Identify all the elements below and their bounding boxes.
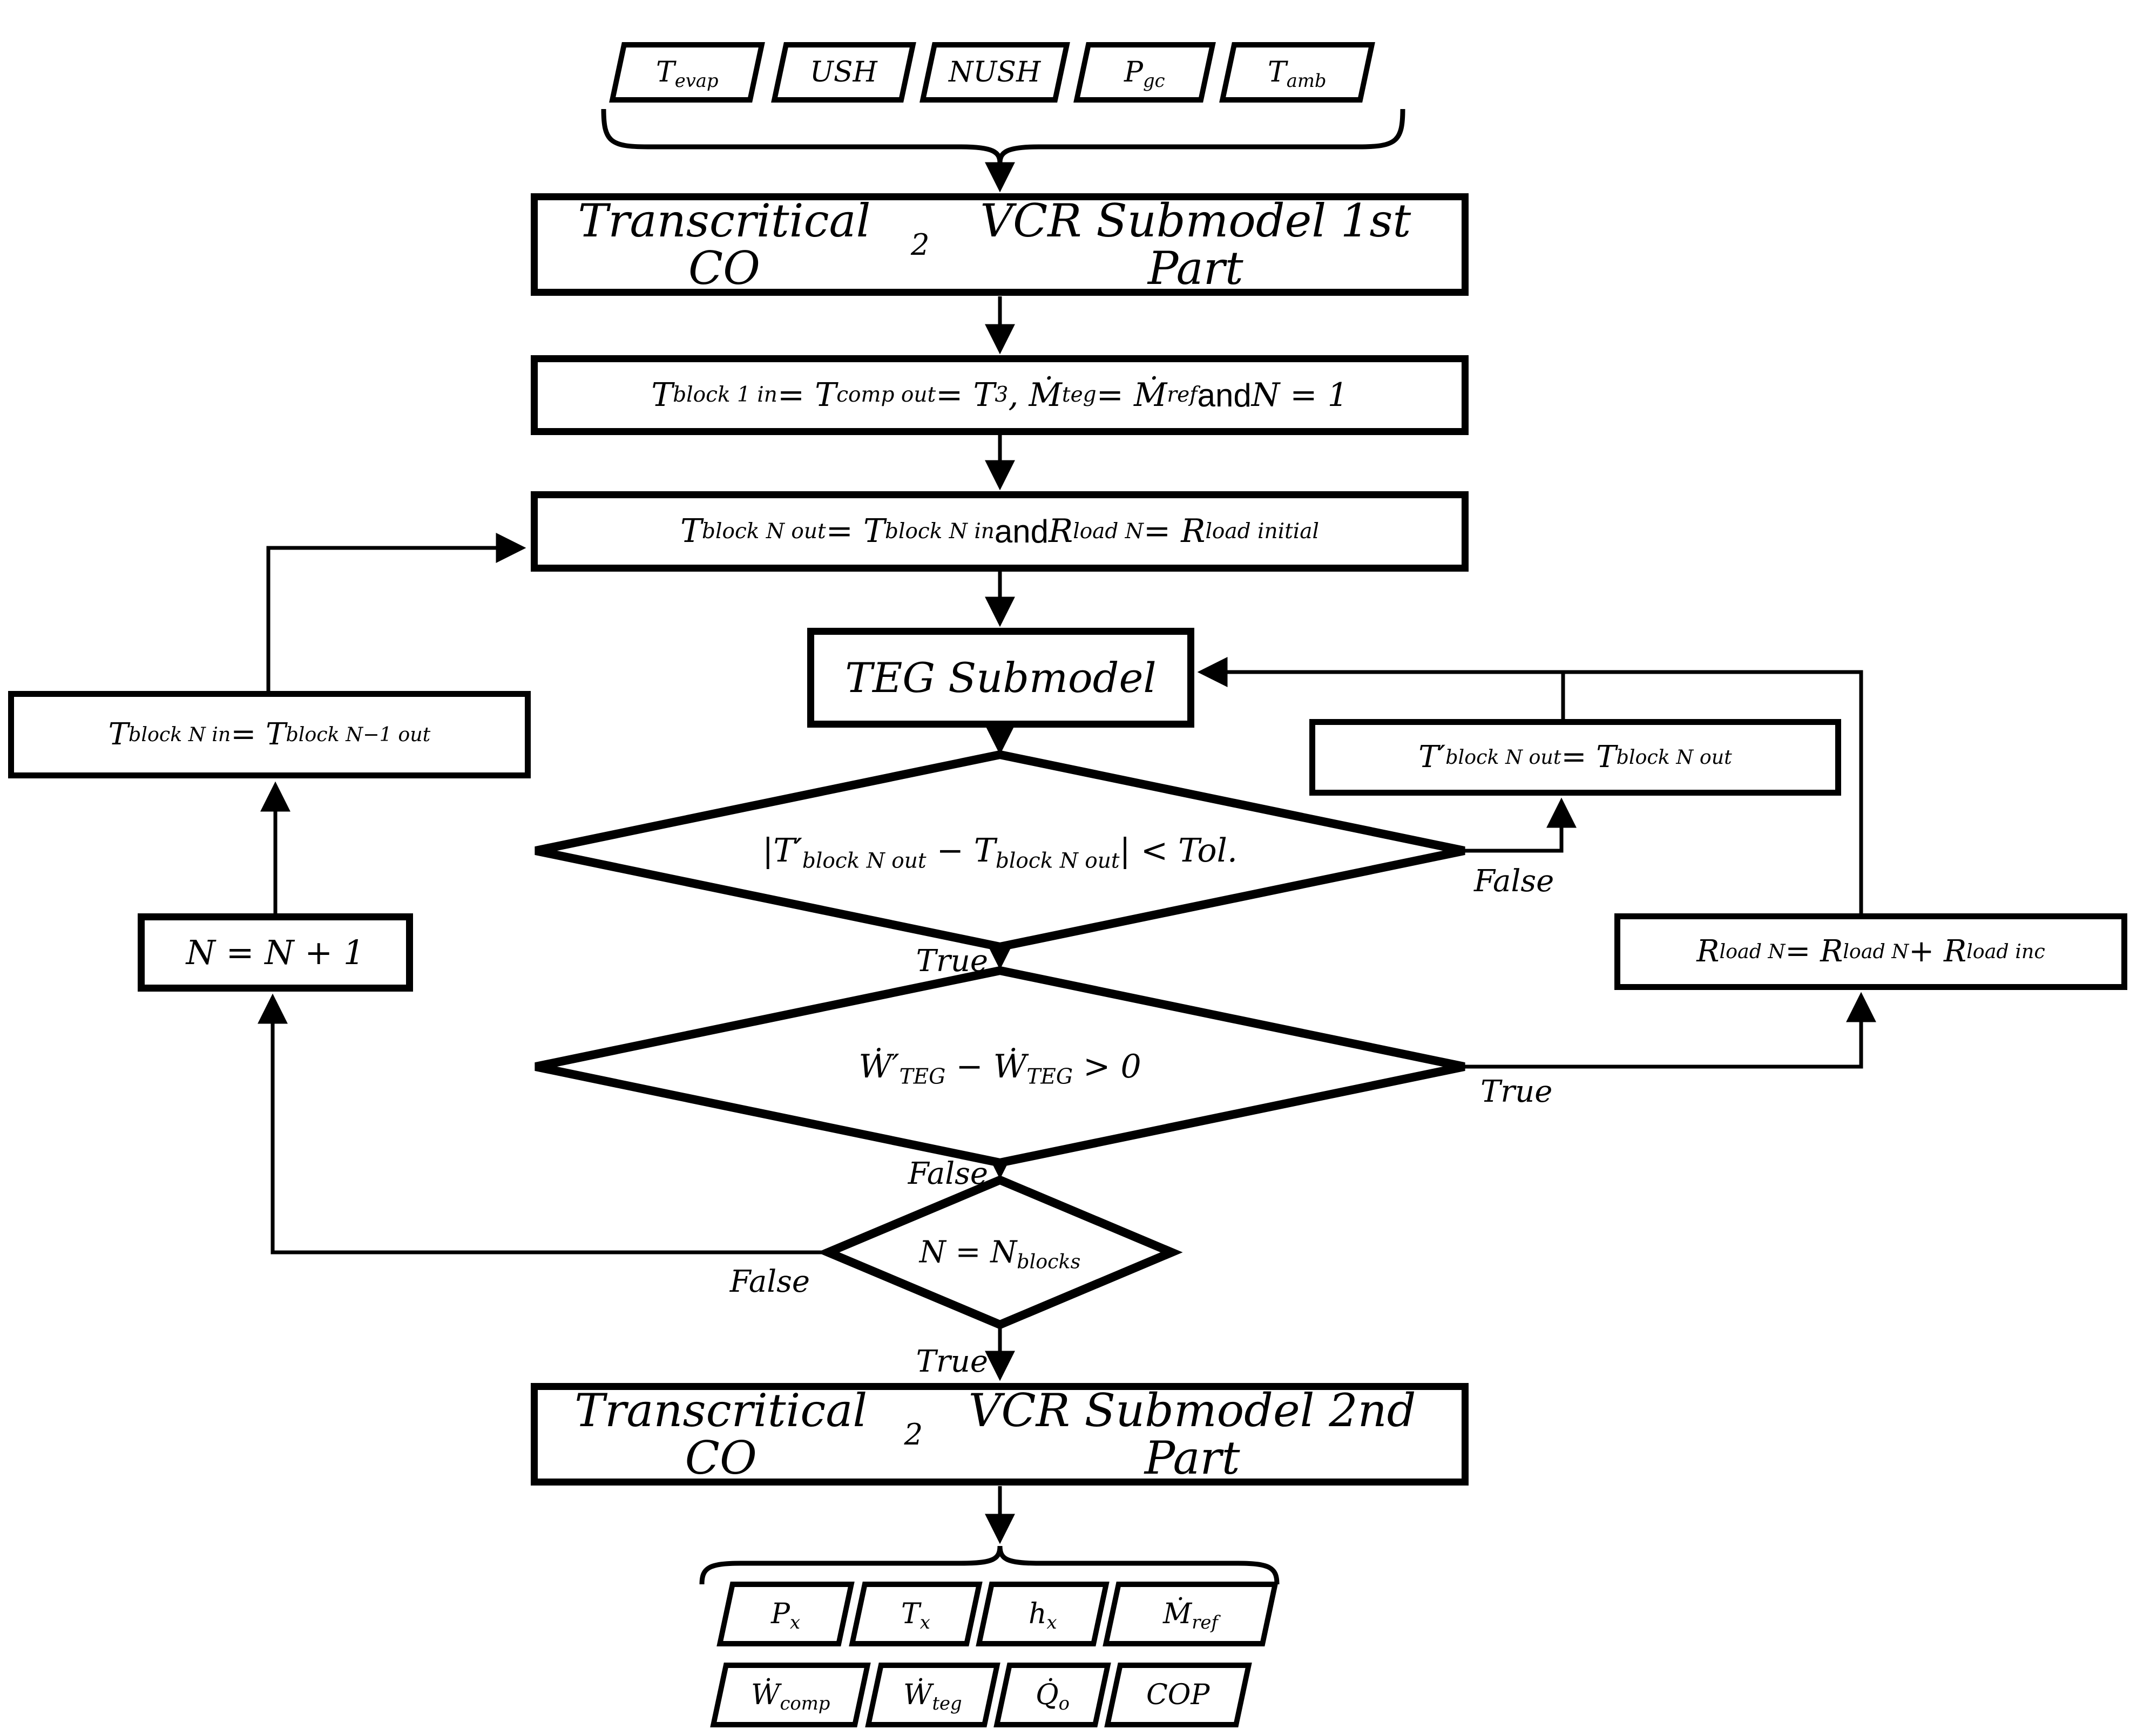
input-p-gc-label: Pgc bbox=[1124, 56, 1165, 92]
output-h-x-label: hx bbox=[1028, 1598, 1057, 1633]
input-ush: USH bbox=[771, 42, 916, 103]
output-q-o-label: Q̇o bbox=[1035, 1679, 1070, 1714]
label-blocks-false: False bbox=[729, 1264, 810, 1299]
output-t-x-label: Tx bbox=[901, 1598, 930, 1633]
inputs-brace bbox=[601, 109, 1405, 164]
decision-tolerance-text: |T′block N out − Tblock N out| < Tol. bbox=[762, 832, 1238, 873]
output-p-x-label: Px bbox=[770, 1598, 801, 1633]
output-w-comp: Ẇcomp bbox=[710, 1663, 871, 1727]
arrow-tnext-to-blockinit bbox=[266, 533, 526, 693]
label-tolerance-true: True bbox=[916, 944, 988, 979]
input-t-evap: Tevap bbox=[609, 42, 765, 103]
arrow-tolerance-false-to-tupdate bbox=[1464, 797, 1577, 853]
label-power-true: True bbox=[1480, 1074, 1553, 1109]
outputs-brace bbox=[699, 1545, 1280, 1585]
diamond-blocks bbox=[817, 1175, 1183, 1330]
output-cop: COP bbox=[1104, 1663, 1252, 1727]
label-blocks-true: True bbox=[916, 1344, 988, 1379]
output-q-o: Q̇o bbox=[993, 1663, 1111, 1727]
output-p-x: Px bbox=[716, 1582, 855, 1646]
output-t-x: Tx bbox=[849, 1582, 983, 1646]
arrow-rupdate-to-teg bbox=[1197, 657, 1863, 914]
decision-blocks-text: N = Nblocks bbox=[919, 1235, 1081, 1273]
output-m-ref: Ṁref bbox=[1103, 1582, 1279, 1646]
output-h-x: hx bbox=[976, 1582, 1110, 1646]
output-w-teg-label: Ẇteg bbox=[903, 1679, 962, 1714]
input-t-amb: Tamb bbox=[1219, 42, 1375, 103]
input-ush-label: USH bbox=[810, 56, 877, 89]
label-power-false: False bbox=[908, 1156, 988, 1191]
output-m-ref-label: Ṁref bbox=[1163, 1598, 1218, 1633]
box-teg-submodel: TEG Submodel bbox=[807, 628, 1194, 728]
input-p-gc: Pgc bbox=[1073, 42, 1216, 103]
arrow-power-true-to-rupdate bbox=[1464, 992, 1876, 1069]
box-n-increment: N = N + 1 bbox=[138, 913, 413, 992]
arrow-blocks-false-to-nincrement bbox=[258, 993, 828, 1254]
output-cop-label: COP bbox=[1146, 1679, 1210, 1711]
diamond-tolerance bbox=[535, 750, 1465, 952]
output-w-comp-label: Ẇcomp bbox=[750, 1679, 830, 1714]
input-nush-label: NUSH bbox=[949, 56, 1041, 89]
input-t-amb-label: Tamb bbox=[1268, 56, 1327, 92]
output-w-teg: Ẇteg bbox=[865, 1663, 1000, 1727]
input-nush: NUSH bbox=[919, 42, 1070, 103]
decision-power-text: Ẇ′TEG − ẆTEG > 0 bbox=[858, 1048, 1141, 1089]
input-t-evap-label: Tevap bbox=[655, 56, 719, 92]
label-tolerance-false: False bbox=[1474, 864, 1554, 899]
diamond-power bbox=[535, 966, 1465, 1168]
